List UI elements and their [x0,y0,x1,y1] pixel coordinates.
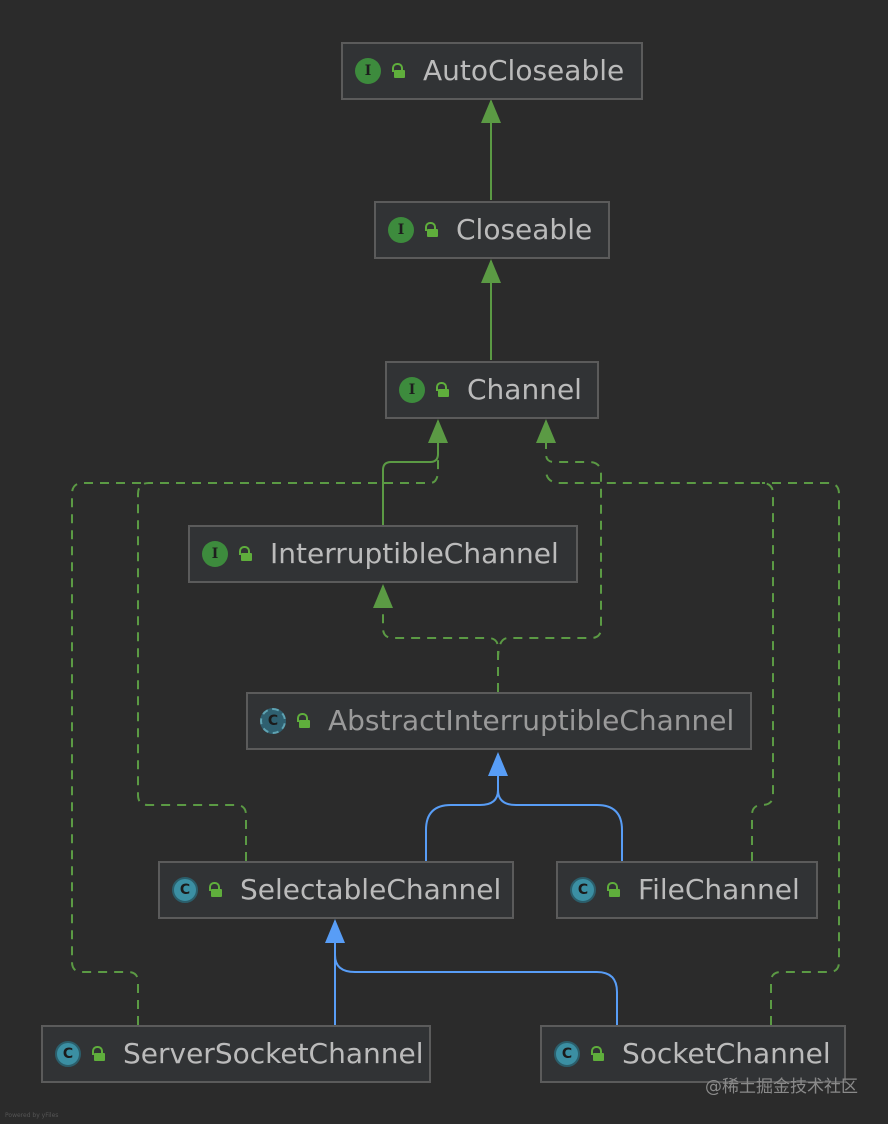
node-closeable[interactable]: I Closeable [374,201,610,259]
class-icon: C [172,877,198,903]
node-label: SocketChannel [622,1037,831,1070]
node-label: AbstractInterruptibleChannel [328,704,735,737]
node-channel[interactable]: I Channel [385,361,599,419]
unlocked-icon [590,1046,604,1062]
edge-selectable-to-channel [137,421,439,861]
node-autocloseable[interactable]: I AutoCloseable [341,42,643,100]
interface-icon: I [355,58,381,84]
node-label: InterruptibleChannel [270,537,559,570]
edge-abstractinterruptible-to-channel [497,419,602,661]
node-serversocketchannel[interactable]: C ServerSocketChannel [41,1025,431,1083]
node-label: SelectableChannel [240,873,502,906]
watermark: @稀土掘金技术社区 [705,1077,858,1097]
class-icon: C [55,1041,81,1067]
unlocked-icon [208,882,222,898]
node-label: FileChannel [638,873,800,906]
node-filechannel[interactable]: C FileChannel [556,861,818,919]
class-icon: C [554,1041,580,1067]
unlocked-icon [238,546,252,562]
node-interruptiblechannel[interactable]: I InterruptibleChannel [188,525,578,583]
node-label: AutoCloseable [423,54,625,87]
unlocked-icon [424,222,438,238]
node-socketchannel[interactable]: C SocketChannel [540,1025,846,1083]
class-icon: C [570,877,596,903]
node-abstractinterruptiblechannel[interactable]: C AbstractInterruptibleChannel [246,692,752,750]
unlocked-icon [296,713,310,729]
edge-filechannel-to-channel [545,469,774,861]
powered-by-footer: Powered by yFiles [5,1112,59,1119]
node-label: ServerSocketChannel [123,1037,424,1070]
edge-serversocket-to-channel [71,482,149,1025]
edge-interruptiblechannel-to-channel [382,419,448,525]
node-label: Channel [467,373,582,406]
edge-socket-to-selectable [334,954,618,1025]
edge-selectable-to-abstractinterruptible [425,752,508,861]
unlocked-icon [435,382,449,398]
node-label: Closeable [456,213,593,246]
node-selectablechannel[interactable]: C SelectableChannel [158,861,514,919]
edge-filechannel-to-abstractinterruptible [497,789,623,861]
unlocked-icon [391,63,405,79]
unlocked-icon [606,882,620,898]
edge-abstractinterruptible-to-interruptible [373,584,499,692]
interface-icon: I [388,217,414,243]
abstract-class-icon: C [260,708,286,734]
interface-icon: I [399,377,425,403]
edge-socket-to-channel [762,482,840,1025]
unlocked-icon [91,1046,105,1062]
interface-icon: I [202,541,228,567]
